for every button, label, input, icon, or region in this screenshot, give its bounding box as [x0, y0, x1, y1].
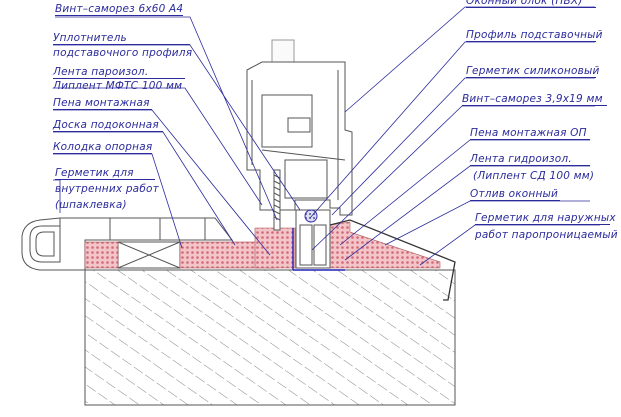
label-waterproof-tape-line1: Лента гидроизол. [470, 153, 590, 166]
label-screw-3-9x19: Винт–саморез 3,9х19 мм [462, 93, 607, 106]
label-screw-6x60: Винт–саморез 6х60 А4 [55, 3, 184, 16]
leader-lines [53, 6, 600, 266]
support-block [117, 241, 181, 269]
label-foam-op: Пена монтажная ОП [470, 127, 590, 140]
label-inner-sealant-line1: Герметик для [55, 167, 155, 180]
wall-masonry [84, 269, 456, 406]
label-seal-line2: подставочного профиля [53, 47, 193, 59]
label-foam: Пена монтажная [53, 97, 152, 110]
label-silicone-sealant: Герметик силиконовый [466, 65, 600, 78]
screw-6x60 [273, 169, 281, 231]
label-support-block: Колодка опорная [53, 141, 153, 154]
label-waterproof-tape-line2: (Липлент СД 100 мм) [473, 170, 595, 182]
label-stand-profile: Профиль подставочный [466, 29, 603, 42]
label-outer-sealant-line1: Герметик для наружных [475, 212, 616, 225]
label-inner-sealant-line2: внутренних работ [55, 183, 159, 195]
drip-sill [329, 219, 456, 301]
window-frame-pvc [246, 39, 353, 216]
tape-lines [292, 228, 345, 271]
label-sill-board: Доска подоконная [53, 119, 163, 132]
label-seal-line1: Уплотнитель [53, 32, 190, 45]
window-sill-board [21, 217, 234, 271]
label-vapor-tape-line2: Липлент МФТС 100 мм [53, 80, 183, 92]
label-drip-sill: Отлив оконный [470, 188, 560, 201]
label-vapor-tape-line1: Лента пароизол. [53, 66, 185, 79]
label-inner-sealant-line3: (шпаклевка) [55, 199, 127, 211]
label-window-block: Оконный блок (ПВХ) [466, 0, 596, 8]
label-outer-sealant-line2: работ паропроницаемый [475, 229, 618, 241]
